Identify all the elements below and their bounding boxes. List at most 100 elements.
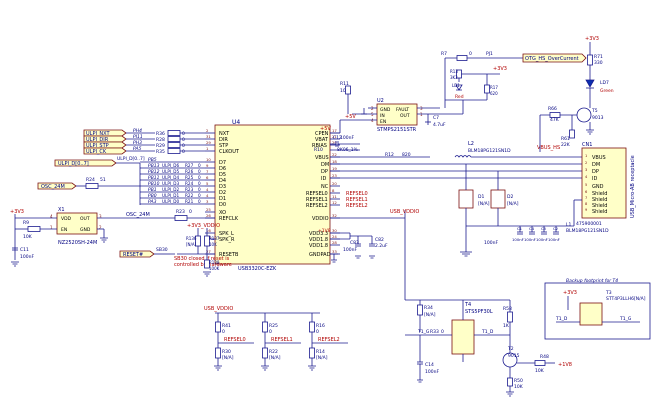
u4-pin-num: 20	[332, 181, 337, 186]
svg-text:L1: L1	[566, 222, 572, 228]
svg-text:R138: R138	[209, 260, 220, 265]
svg-text:PJ1: PJ1	[486, 51, 493, 57]
u4-pin-num: 9	[206, 163, 209, 168]
svg-text:[N/A]: [N/A]	[186, 242, 197, 247]
svg-text:C82: C82	[375, 237, 384, 243]
svg-text:T3: T3	[605, 290, 612, 296]
reset-flag[interactable]	[119, 250, 155, 258]
data-res-val: 0	[198, 193, 201, 198]
svg-text:FAULT: FAULT	[396, 107, 409, 113]
svg-text:[N/A]: [N/A]	[424, 312, 436, 318]
svg-text:100nF: 100nF	[425, 369, 439, 375]
cn1-pin-num: 3	[585, 168, 587, 172]
u4-pin-num: 4	[206, 193, 209, 198]
ulpi-data-flag[interactable]	[54, 159, 117, 167]
series-res-val: 0	[182, 137, 185, 143]
mcu-port: PB12	[148, 169, 160, 175]
u4-pin-num: 33	[332, 249, 337, 254]
ulpi-signal: ULPI_DIR	[86, 137, 109, 143]
svg-text:RESET#: RESET#	[123, 252, 143, 258]
cn1-pin-num: 2	[585, 161, 587, 165]
svg-text:VDD: VDD	[61, 216, 72, 222]
svg-text:SB30 closed if reset is: SB30 closed if reset is	[174, 256, 230, 262]
cn1-pin-gnd: GND	[592, 184, 604, 190]
u4-pin-num: 28	[332, 240, 337, 245]
mcu-port: PI11	[133, 134, 143, 140]
t4-block: R34 [N/A] T4 STS5PF30L R58 1K T1_G R33 0…	[405, 299, 572, 397]
svg-text:R17: R17	[490, 85, 498, 90]
u4-pin-gndpad: GNDPAD	[309, 252, 331, 258]
u4-pin-num: 27	[206, 249, 211, 254]
svg-text:R71: R71	[594, 54, 603, 60]
refsel-net: REFSEL2	[318, 337, 340, 343]
svg-text:R13: R13	[450, 69, 458, 74]
u4-pin-nxt: NXT	[219, 131, 230, 137]
mcu-port: PB10	[148, 181, 160, 187]
svg-text:[N/A]: [N/A]	[478, 201, 490, 207]
osc-24m-flag[interactable]	[37, 182, 77, 190]
ulpi-data-net: ULPI_D1	[162, 193, 179, 198]
ulpi-data-net: ULPI_D3	[162, 181, 179, 186]
u4-pin-refsel0: REFSEL0	[306, 191, 328, 197]
flag-ulpi_stp[interactable]	[83, 141, 127, 149]
svg-text:[N/A]: [N/A]	[222, 355, 234, 361]
r24-val: 51	[100, 177, 106, 183]
u4-pin-num: 21	[332, 134, 337, 139]
flag-ulpi_nxt[interactable]	[83, 129, 127, 137]
cn1-pin-shield: Shield	[592, 191, 607, 197]
data-res-val: 0	[198, 187, 201, 192]
svg-text:EN: EN	[61, 227, 67, 233]
series-res-ref: R35	[156, 149, 165, 155]
mcu-port: PH3	[133, 140, 142, 146]
otg-overcurrent-flag[interactable]	[522, 53, 587, 63]
u4-pin-dm: DM	[321, 162, 329, 168]
u4-pin-num: 8	[332, 188, 335, 193]
series-res-ref: R36	[156, 131, 165, 137]
svg-text:10K: 10K	[209, 242, 217, 247]
u4-pin-spk_l: SPK_L	[219, 231, 234, 237]
svg-text:3: 3	[99, 214, 102, 219]
svg-text:475900001: 475900001	[576, 221, 602, 227]
u4-pin-refclk: REFCLK	[219, 216, 239, 222]
u4-pin-num: 3	[206, 199, 209, 204]
u4-pin-d5: D5	[219, 172, 226, 178]
cn1-pin-num: 5	[585, 183, 587, 187]
u4-pin-resetb: RESETB	[219, 252, 239, 258]
oscillator: OSC_24M R24 51 X1 VDD OUT EN GND 4 3 1 2…	[10, 177, 215, 267]
svg-text:0: 0	[189, 209, 192, 215]
usb-receptacle-block: +3V3 R71 330 LD7 Green T5 9013 R66 47K R…	[330, 36, 636, 257]
u4-pin-refsel2: REFSEL2	[306, 203, 328, 209]
flag-ulpi_dir[interactable]	[83, 135, 127, 143]
svg-text:+3V3: +3V3	[563, 290, 577, 296]
r24-ref: R24	[86, 177, 95, 183]
svg-text:[N/A]: [N/A]	[316, 355, 328, 361]
svg-text:R48: R48	[540, 354, 549, 360]
u4-pin-spk_r: SPK_R	[219, 237, 235, 243]
u4-part: USB3320C-EZK	[238, 266, 277, 272]
svg-text:T4: T4	[464, 302, 471, 308]
cn1-pin-num: 1	[585, 154, 587, 158]
svg-text:0: 0	[469, 51, 472, 57]
svg-text:R33: R33	[430, 329, 439, 335]
svg-text:+5V: +5V	[345, 114, 356, 120]
svg-text:CN1: CN1	[582, 142, 592, 148]
svg-text:0: 0	[316, 329, 319, 335]
flag-ulpi_ck[interactable]	[83, 147, 127, 155]
svg-text:BLM18PG121SN1D: BLM18PG121SN1D	[566, 228, 609, 234]
svg-text:D2: D2	[507, 194, 513, 200]
series-res-ref: R28	[156, 137, 165, 143]
osc-v33: +3V3	[10, 209, 24, 215]
series-res-ref: R29	[156, 143, 165, 149]
ulpi-data-bus: ULPI_D[0..7]	[58, 161, 89, 167]
svg-text:9015: 9015	[508, 353, 520, 359]
svg-text:820: 820	[402, 152, 411, 158]
mcu-port: PB1	[148, 187, 157, 193]
svg-text:1: 1	[420, 112, 423, 117]
svg-text:R12: R12	[385, 152, 394, 158]
ulpi-data-net: ULPI_D6	[162, 163, 179, 168]
svg-text:R34: R34	[424, 305, 433, 311]
svg-text:0: 0	[269, 329, 272, 335]
svg-text:9013: 9013	[592, 115, 604, 121]
refsel-network: USB_VDDIO R410REFSEL0R30[N/A]R250REFSEL1…	[204, 306, 348, 371]
